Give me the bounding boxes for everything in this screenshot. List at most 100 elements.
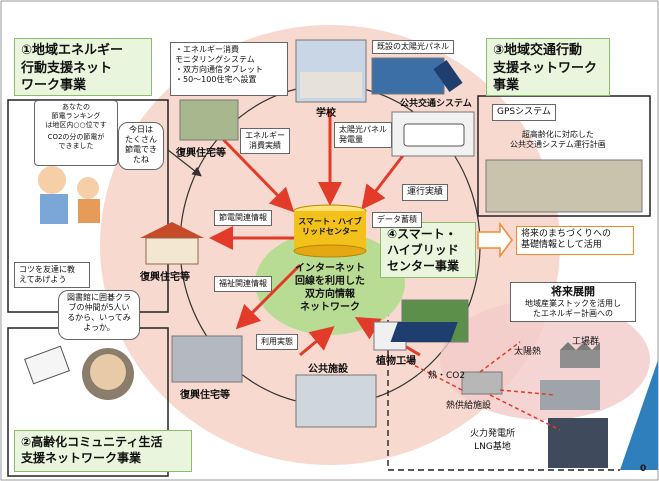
public-transport-label: 公共交通システム	[400, 99, 472, 109]
box1-line: ワーク事業	[21, 78, 87, 94]
future-desc-line: たエネルギー計画への	[533, 308, 613, 318]
center-description: インターネット 回線を利用した 双方向情報 ネットワーク	[280, 262, 380, 314]
tablet-line: は地区内○○位です	[45, 120, 107, 129]
box3-line: 事業	[493, 78, 520, 94]
housing-label-mid: 復興住宅等	[140, 272, 190, 283]
housing-photo-top	[179, 99, 239, 141]
gps-text: GPSシステム	[497, 107, 551, 117]
solar-gen-line: 発電量	[339, 135, 363, 144]
bubble-line: 今日は	[129, 125, 153, 134]
factory-icon	[560, 350, 600, 368]
factories-label: 工場群	[572, 337, 600, 347]
tablet-line: あなたの	[62, 103, 90, 111]
box2-line: ②高齢化コミュニティ生活	[21, 435, 163, 449]
elder-line: 図書館に囲碁クラ	[67, 293, 131, 302]
speech-bubble-today: 今日は たくさん 節電でき たね	[118, 122, 164, 170]
power-plant-line: 火力発電所	[470, 429, 516, 439]
power-plant-label: 火力発電所 LNG基地	[470, 426, 515, 452]
future-desc-line: 地域産業ストックを活用し	[525, 298, 621, 308]
cylinder-body	[294, 211, 366, 251]
tips-line: えてあげよう	[19, 275, 67, 284]
connector-box1	[167, 149, 202, 177]
energy-actual-label: エネルギー 消費実績	[240, 128, 290, 154]
note-line: ・エネルギー消費	[175, 45, 239, 54]
center-desc-line: 回線を利用した	[295, 276, 365, 287]
gps-label: GPSシステム	[492, 104, 556, 122]
house-icon	[145, 237, 199, 265]
center-desc-line: 双方向情報	[305, 289, 355, 300]
box2-line: 支援ネットワーク事業	[21, 451, 142, 466]
arrow-public-center	[299, 326, 335, 357]
box1-line: ①地域エネルギー	[21, 43, 124, 58]
existing-solar-text: 既設の太陽光パネル	[377, 42, 449, 51]
box4-line: ハイブリッド	[387, 243, 459, 258]
note-line: ・双方向通信タブレット	[175, 65, 263, 74]
speech-bubble-elder: 図書館に囲碁クラ ブの仲間が5人い るから、いってみ よっか。	[58, 290, 140, 340]
center-name-line: スマート・ハイブ	[298, 217, 362, 226]
tips-note: コツを友達に教 えてあげよう	[14, 262, 90, 288]
satellite-icon	[433, 59, 463, 93]
elder-line: よっか。	[83, 323, 115, 332]
project-box-4: ④スマート・ ハイブリッド センター事業	[380, 222, 476, 278]
solar-panel-photo	[371, 57, 445, 95]
welfare-info-text: 福祉関連情報	[219, 279, 267, 288]
operation-record-text: 運行実績	[407, 187, 444, 197]
energy-actual-line: 消費実績	[249, 141, 281, 150]
house-roof-icon	[140, 222, 204, 238]
note-line: モニタリングシステム	[175, 55, 255, 64]
box3-line: ③地域交通行動	[493, 43, 583, 58]
transport-plan-label: 超高齢化に対応した 公共交通システム運行計画	[510, 130, 606, 151]
center-name-line: リッドセンター	[302, 227, 358, 237]
future-title: 将来展開	[551, 285, 595, 298]
usage-record-text: 利用実態	[261, 337, 293, 346]
power-plant-line: LNG基地	[474, 442, 511, 452]
usage-record-label: 利用実態	[256, 334, 298, 350]
welfare-info-label: 福祉関連情報	[214, 276, 272, 292]
tablet-line: CO2の分の節電が	[47, 133, 105, 142]
project-box-3: ③地域交通行動 支援ネットワーク 事業	[486, 38, 610, 96]
person-illustration	[38, 166, 66, 194]
heat-plant-icon	[461, 371, 503, 395]
heat-supply-label: 熱供給施設	[446, 401, 492, 411]
box1-line: 行動支援ネット	[21, 60, 113, 76]
bubble-line: たね	[133, 155, 149, 164]
center-desc-line: ネットワーク	[300, 302, 360, 313]
housing-photo-bottom	[171, 335, 243, 383]
elder-line: るから、いってみ	[67, 313, 131, 322]
bubble-line: 節電でき	[125, 145, 157, 154]
future-expansion-box: 将来展開 地域産業ストックを活用し たエネルギー計画への	[510, 282, 636, 322]
school-label: 学校	[316, 108, 336, 119]
note-line: ・50～100住宅へ設置	[175, 75, 257, 84]
transport-plan-line: 超高齢化に対応した	[521, 130, 594, 139]
power-saving-info-text: 節電関連情報	[219, 213, 267, 222]
meeting-photo	[485, 159, 643, 213]
future-plan-box: 将来のまちづくりへの 基礎情報として活用	[516, 226, 634, 255]
tips-line: コツを友達に教	[19, 265, 75, 274]
center-name: スマート・ハイブ リッドセンター	[296, 217, 364, 238]
cylinder-bottom	[293, 244, 367, 258]
tablet-icon	[24, 345, 70, 385]
solar-heat-label: 太陽熱	[514, 347, 542, 357]
future-arrow	[477, 221, 513, 259]
box4-line: ④スマート・	[387, 227, 457, 241]
plant-factory-label: 植物工場	[376, 356, 416, 367]
box4-line: センター事業	[387, 259, 460, 274]
energy-actual-line: エネルギー	[245, 131, 285, 140]
energy-system-note: ・エネルギー消費 モニタリングシステム ・双方向通信タブレット ・50～100住…	[170, 42, 288, 96]
solar-array-icon	[390, 322, 458, 342]
transport-plan-line: 公共交通システム運行計画	[510, 140, 606, 150]
center-desc-line: インターネット	[295, 263, 365, 274]
power-saving-info-label: 節電関連情報	[214, 210, 272, 226]
tablet-screen: あなたの 節電ランキング は地区内○○位です CO2の分の節電が できました	[34, 100, 118, 166]
future-plan-line: 基礎情報として活用	[521, 240, 602, 251]
data-storage-text: データ蓄積	[377, 215, 417, 224]
operation-record-label: 運行実績	[402, 184, 449, 202]
heat-co2-label: 熱・CO2	[428, 371, 466, 381]
transport-panel-frame	[477, 95, 651, 217]
power-plant-photo	[548, 418, 608, 468]
solar-gen-line: 太陽光パネル	[339, 125, 387, 134]
box3-line: 支援ネットワーク	[493, 60, 598, 76]
data-storage-label: データ蓄積	[372, 212, 422, 228]
